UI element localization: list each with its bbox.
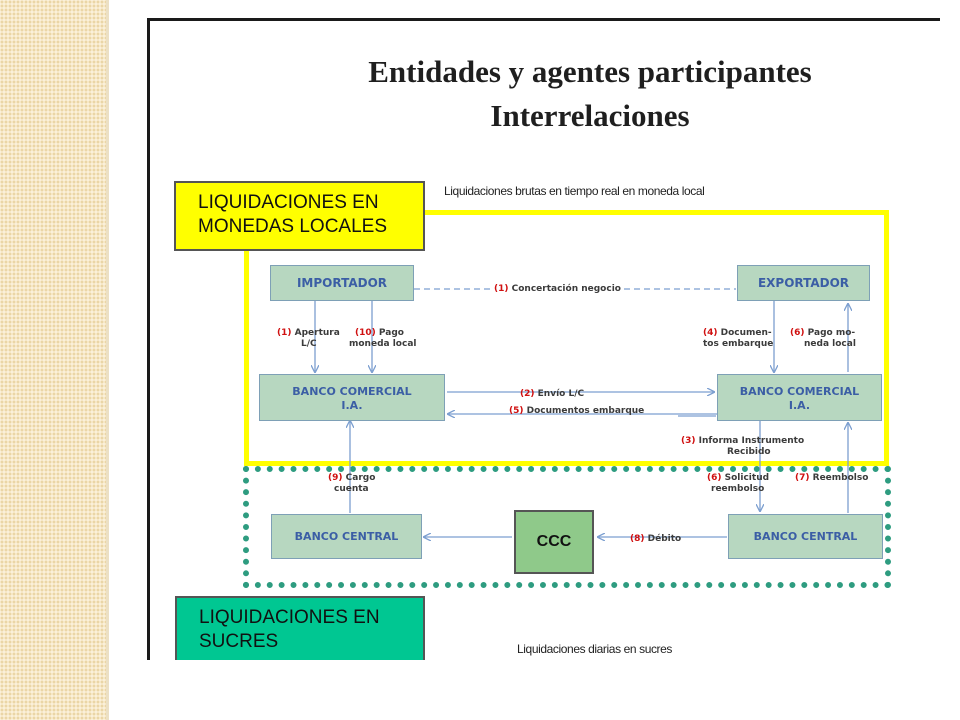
- node-banco-comercial-left-line-1: BANCO COMERCIAL: [292, 385, 412, 398]
- edge-label-apertura-num: (1): [277, 328, 292, 338]
- local-currency-region: [244, 210, 889, 466]
- edge-label-cargo-line-1: Cargo: [345, 473, 376, 483]
- edge-label-debito-num: (8): [630, 534, 645, 544]
- edge-label-debito: (8) Débito: [630, 534, 681, 545]
- edge-label-concertacion-text: Concertación negocio: [511, 284, 621, 294]
- edge-label-solicitud-line-1: Solicitud: [724, 473, 770, 483]
- edge-label-envio-num: (2): [520, 389, 535, 399]
- edge-label-cargo-num: (9): [328, 473, 343, 483]
- frame-left-border: [147, 18, 150, 660]
- edge-label-documentos-embarque-num: (5): [509, 406, 524, 416]
- sucre-settlement-label-line-2: SUCRES: [199, 631, 279, 652]
- local-currency-label-line-2: MONEDAS LOCALES: [198, 216, 387, 237]
- edge-label-reembolso-text: Reembolso: [812, 473, 869, 483]
- edge-label-envio-text: Envío L/C: [537, 389, 585, 399]
- local-currency-label-line-1: LIQUIDACIONES EN: [198, 192, 379, 213]
- edge-label-documentos-num: (4): [703, 328, 718, 338]
- node-banco-comercial-left-line-2: I.A.: [341, 399, 363, 412]
- edge-label-solicitud: (6) Solicitud reembolso: [707, 473, 769, 495]
- edge-label-pago-moneda-line-1: Pago: [378, 328, 404, 338]
- local-currency-note: Liquidaciones brutas en tiempo real en m…: [444, 184, 705, 198]
- edge-label-reembolso-num: (7): [795, 473, 810, 483]
- sucre-settlement-note: Liquidaciones diarias en sucres: [517, 642, 673, 656]
- edge-label-informa-line-2: Recibido: [727, 447, 771, 457]
- edge-label-envio: (2) Envío L/C: [520, 389, 584, 400]
- edge-label-pago-moneda-local-line-2: neda local: [804, 339, 856, 349]
- edge-label-informa-num: (3): [681, 436, 696, 446]
- edge-label-pago-moneda-num: (10): [355, 328, 376, 338]
- node-banco-comercial-right: BANCO COMERCIAL I.A.: [717, 374, 882, 421]
- edge-label-cargo-line-2: cuenta: [334, 484, 369, 494]
- frame-top-border: [147, 18, 940, 21]
- edge-label-pago-moneda: (10) Pago moneda local: [349, 328, 416, 350]
- node-banco-comercial-right-line-1: BANCO COMERCIAL: [739, 385, 860, 398]
- node-banco-central-left: BANCO CENTRAL: [271, 514, 422, 559]
- sucre-settlement-label-line-1: LIQUIDACIONES EN: [199, 607, 380, 628]
- decorative-side-strip: [0, 0, 106, 720]
- edge-label-pago-moneda-local-line-1: Pago mo-: [807, 328, 856, 338]
- decorative-side-edge: [106, 0, 109, 720]
- edge-label-pago-moneda-line-2: moneda local: [349, 339, 417, 349]
- edge-label-apertura-line-1: Apertura: [294, 328, 340, 338]
- edge-label-cargo: (9) Cargo cuenta: [328, 473, 375, 495]
- local-currency-label: LIQUIDACIONES EN MONEDAS LOCALES: [174, 181, 425, 251]
- node-banco-comercial-left: BANCO COMERCIAL I.A.: [259, 374, 445, 421]
- edge-label-solicitud-num: (6): [707, 473, 722, 483]
- edge-label-pago-moneda-local-num: (6): [790, 328, 805, 338]
- title-line-2: Interrelaciones: [490, 98, 690, 133]
- edge-label-documentos-line-1: Documen-: [720, 328, 772, 338]
- edge-label-documentos-embarque: (5) Documentos embarque: [509, 406, 644, 417]
- edge-label-documentos-line-2: tos embarque: [703, 339, 774, 349]
- edge-label-solicitud-line-2: reembolso: [711, 484, 765, 494]
- edge-label-informa-line-1: Informa Instrumento: [698, 436, 805, 446]
- sucre-settlement-label: LIQUIDACIONES EN SUCRES: [175, 596, 425, 660]
- node-importador: IMPORTADOR: [270, 265, 414, 301]
- edge-label-apertura: (1) Apertura L/C: [277, 328, 340, 350]
- node-banco-central-right: BANCO CENTRAL: [728, 514, 883, 559]
- edge-label-concertacion: (1) Concertación negocio: [492, 284, 623, 295]
- edge-label-pago-moneda-local: (6) Pago mo- neda local: [790, 328, 856, 350]
- node-banco-comercial-right-line-2: I.A.: [788, 399, 811, 412]
- edge-label-debito-text: Débito: [647, 534, 682, 544]
- edge-label-concertacion-num: (1): [494, 284, 509, 294]
- edge-label-apertura-line-2: L/C: [301, 339, 317, 349]
- title-line-1: Entidades y agentes participantes: [368, 54, 812, 89]
- edge-label-documentos: (4) Documen- tos embarque: [703, 328, 773, 350]
- node-exportador: EXPORTADOR: [737, 265, 870, 301]
- edge-label-informa: (3) Informa Instrumento Recibido: [681, 436, 804, 458]
- sucre-settlement-region: [243, 466, 891, 588]
- edge-label-documentos-embarque-text: Documentos embarque: [526, 406, 645, 416]
- node-ccc: CCC: [514, 510, 594, 574]
- edge-label-reembolso: (7) Reembolso: [795, 473, 868, 484]
